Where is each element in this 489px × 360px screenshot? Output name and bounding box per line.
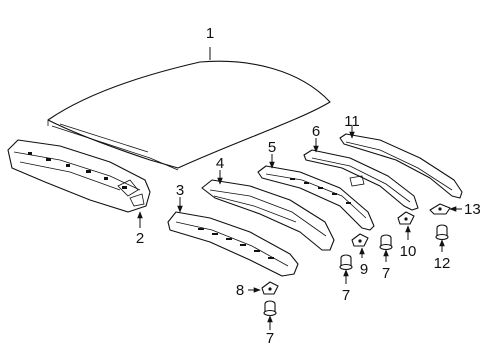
callout-10: 10	[400, 243, 417, 260]
callout-2: 2	[136, 230, 144, 247]
callout-5: 5	[268, 139, 276, 156]
callout-4: 4	[216, 155, 224, 172]
grommet-7a	[263, 300, 277, 317]
roof-bow-3	[167, 211, 299, 277]
roof-bow-6	[303, 149, 419, 211]
roof-bow-5	[257, 165, 375, 231]
callout-13: 13	[464, 201, 481, 218]
callout-7a: 7	[266, 330, 274, 347]
callout-6: 6	[312, 123, 320, 140]
callout-7b: 7	[342, 287, 350, 304]
callout-8: 8	[236, 282, 244, 299]
callout-9: 9	[360, 261, 368, 278]
clip-8	[261, 281, 279, 295]
callout-12: 12	[434, 255, 451, 272]
grommet-12	[435, 224, 449, 241]
front-roof-rail	[7, 139, 151, 213]
callout-7c: 7	[382, 265, 390, 282]
clip-13	[429, 203, 451, 215]
clip-9	[351, 233, 369, 247]
grommet-7b	[339, 254, 353, 271]
grommet-7c	[379, 234, 393, 251]
callout-1: 1	[206, 25, 214, 42]
clip-10	[397, 211, 415, 225]
roof-bow-4	[201, 179, 335, 251]
callout-11: 11	[344, 113, 360, 130]
rear-roof-rail	[339, 133, 463, 199]
callout-3: 3	[176, 182, 184, 199]
roof-panel	[47, 60, 331, 171]
